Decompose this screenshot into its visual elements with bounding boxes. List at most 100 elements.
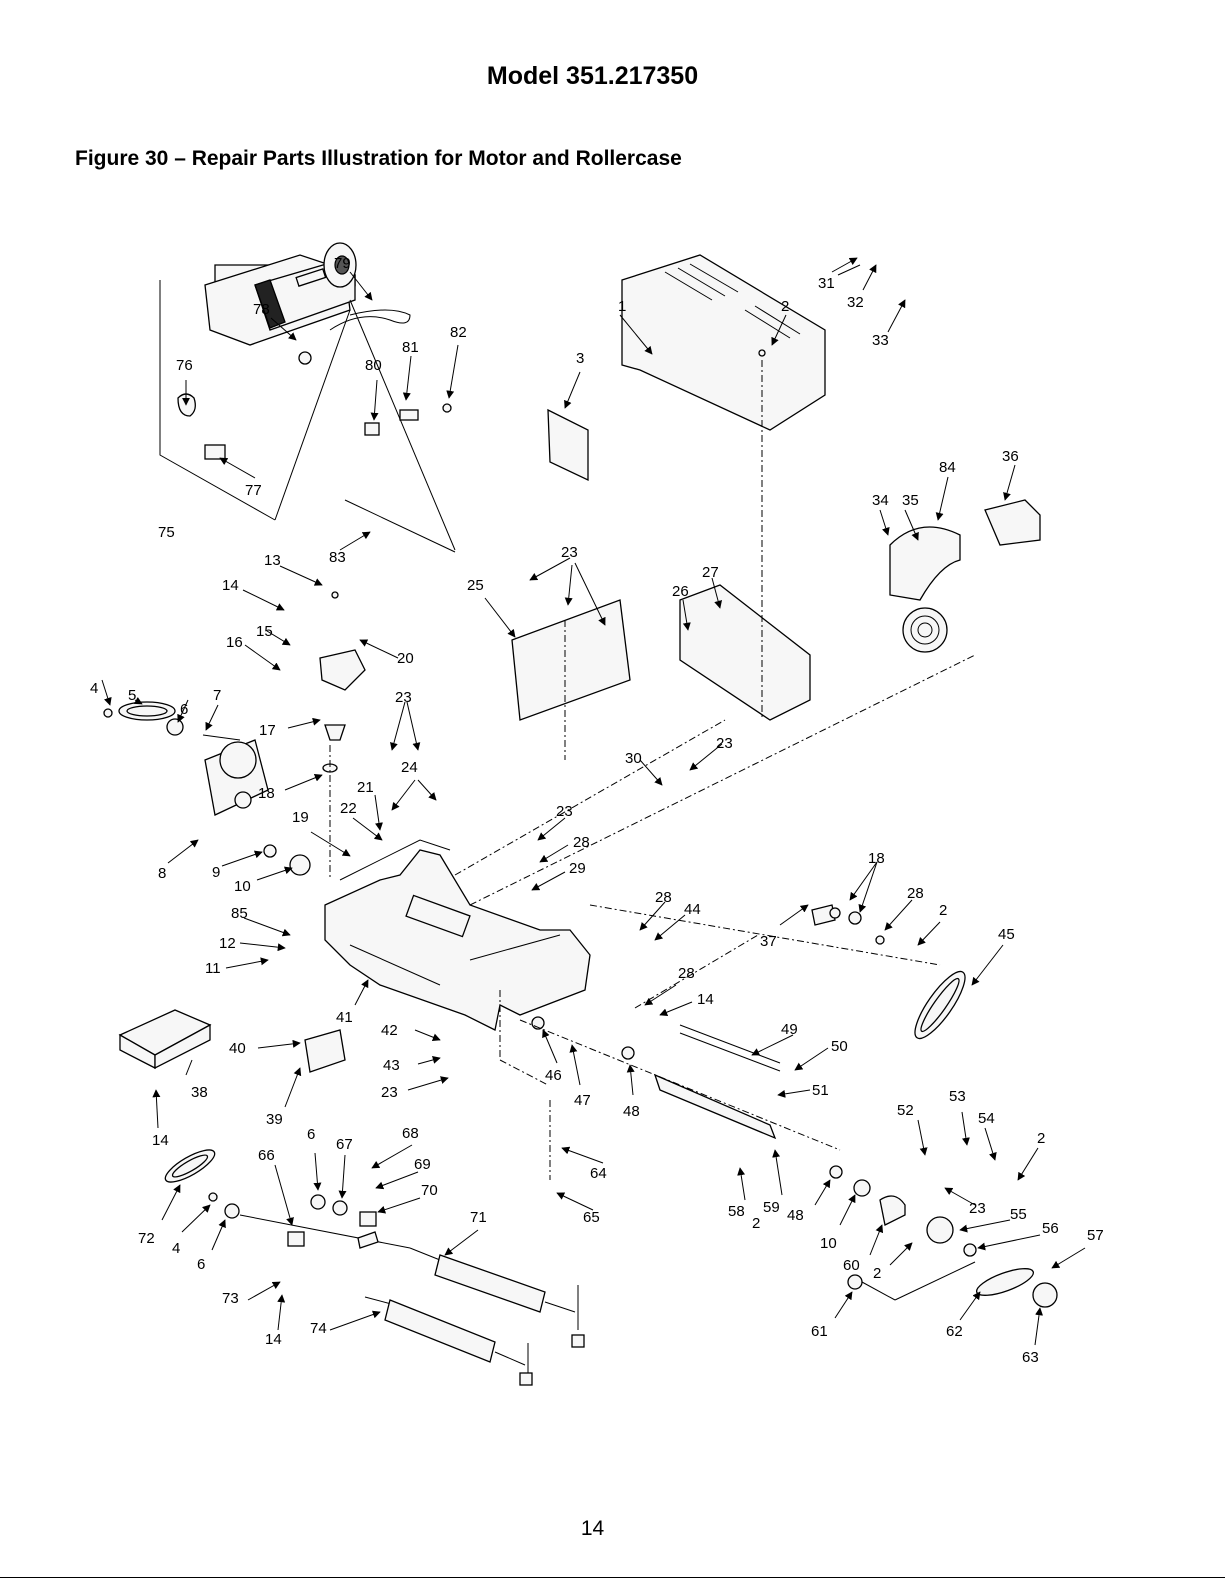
- callout-59: 59: [763, 1199, 780, 1216]
- model-title: Model 351.217350: [486, 62, 699, 90]
- callout-84: 84: [939, 459, 956, 476]
- callout-28d: 28: [678, 965, 695, 982]
- callout-17: 17: [259, 722, 276, 739]
- callout-52: 52: [897, 1102, 914, 1119]
- callout-39: 39: [266, 1111, 283, 1128]
- callout-75: 75: [158, 524, 175, 541]
- bottom-rule: [0, 1577, 1225, 1578]
- callout-18b: 18: [868, 850, 885, 867]
- callout-32: 32: [847, 294, 864, 311]
- leader-arrows: [101, 257, 1086, 1346]
- part-36: [984, 499, 1041, 546]
- callout-5: 5: [128, 687, 136, 704]
- part-9: [263, 844, 277, 858]
- part-63-pulley: [1032, 1282, 1058, 1308]
- callout-24: 24: [401, 759, 418, 776]
- callout-26: 26: [672, 583, 689, 600]
- callout-47: 47: [574, 1092, 591, 1109]
- callout-69: 69: [414, 1156, 431, 1173]
- callout-2: 2: [781, 298, 789, 315]
- callout-6: 6: [180, 701, 188, 718]
- callout-14c: 14: [265, 1331, 282, 1348]
- callout-48a: 48: [623, 1103, 640, 1120]
- callout-29: 29: [569, 860, 586, 877]
- callout-56: 56: [1042, 1220, 1059, 1237]
- page-number: 14: [580, 1517, 605, 1540]
- callout-35: 35: [902, 492, 919, 509]
- callout-41: 41: [336, 1009, 353, 1026]
- callout-51: 51: [812, 1082, 829, 1099]
- part-10: [289, 854, 311, 876]
- callout-45: 45: [998, 926, 1015, 943]
- callout-68: 68: [402, 1125, 419, 1142]
- part-78: [298, 351, 312, 365]
- callout-78: 78: [253, 301, 270, 318]
- callout-67: 67: [336, 1136, 353, 1153]
- callout-54: 54: [978, 1110, 995, 1127]
- callout-38: 38: [191, 1084, 208, 1101]
- callout-23e: 23: [381, 1084, 398, 1101]
- callout-76: 76: [176, 357, 193, 374]
- callout-2d: 2: [873, 1265, 881, 1282]
- callout-27: 27: [702, 564, 719, 581]
- callout-7: 7: [213, 687, 221, 704]
- part-41-base: [324, 849, 591, 1031]
- part-82: [442, 403, 452, 413]
- part-40: [304, 1029, 346, 1073]
- callout-60: 60: [843, 1257, 860, 1274]
- callout-4b: 4: [172, 1240, 180, 1257]
- callout-14a: 14: [222, 577, 239, 594]
- callout-2c: 2: [939, 902, 947, 919]
- outfeed-roller-74: [364, 1296, 533, 1386]
- callout-79: 79: [334, 255, 351, 272]
- callout-61: 61: [811, 1323, 828, 1340]
- callout-82: 82: [450, 324, 467, 341]
- callout-6b: 6: [197, 1256, 205, 1273]
- callout-65: 65: [583, 1209, 600, 1226]
- callout-23a: 23: [561, 544, 578, 561]
- callout-13: 13: [264, 552, 281, 569]
- figure-title: Figure 30 – Repair Parts Illustration fo…: [75, 147, 682, 170]
- callout-71: 71: [470, 1209, 487, 1226]
- part-17: [324, 724, 346, 741]
- callout-74: 74: [310, 1320, 327, 1337]
- callout-6c: 6: [307, 1126, 315, 1143]
- part-61: [847, 1274, 863, 1290]
- callout-57: 57: [1087, 1227, 1104, 1244]
- callout-58: 58: [728, 1203, 745, 1220]
- callout-63: 63: [1022, 1349, 1039, 1366]
- callout-43: 43: [383, 1057, 400, 1074]
- callout-85: 85: [231, 905, 248, 922]
- callout-12: 12: [219, 935, 236, 952]
- callout-73: 73: [222, 1290, 239, 1307]
- callout-31: 31: [818, 275, 835, 292]
- callout-18a: 18: [258, 785, 275, 802]
- part-79-cord: [329, 309, 411, 331]
- part-60: [879, 1195, 906, 1226]
- callout-23d: 23: [556, 803, 573, 820]
- callout-8: 8: [158, 865, 166, 882]
- part-1-cover: [621, 254, 826, 431]
- callout-81: 81: [402, 339, 419, 356]
- callout-40: 40: [229, 1040, 246, 1057]
- callout-23b: 23: [395, 689, 412, 706]
- part-55-pulley: [926, 1216, 954, 1244]
- callout-11: 11: [205, 960, 221, 977]
- callout-44: 44: [684, 901, 701, 918]
- callout-4: 4: [90, 680, 98, 697]
- part-77: [204, 444, 226, 460]
- callout-70: 70: [421, 1182, 438, 1199]
- callout-66: 66: [258, 1147, 275, 1164]
- part-49: [679, 1024, 781, 1064]
- callout-14d: 14: [697, 991, 714, 1008]
- infeed-roller-71: [409, 1247, 585, 1348]
- callout-37: 37: [760, 933, 777, 950]
- callout-36: 36: [1002, 448, 1019, 465]
- callout-10b: 10: [820, 1235, 837, 1252]
- callout-25: 25: [467, 577, 484, 594]
- callout-28c: 28: [907, 885, 924, 902]
- part-83: [344, 499, 456, 553]
- callout-34: 34: [872, 492, 889, 509]
- part-6: [166, 718, 184, 736]
- callout-50: 50: [831, 1038, 848, 1055]
